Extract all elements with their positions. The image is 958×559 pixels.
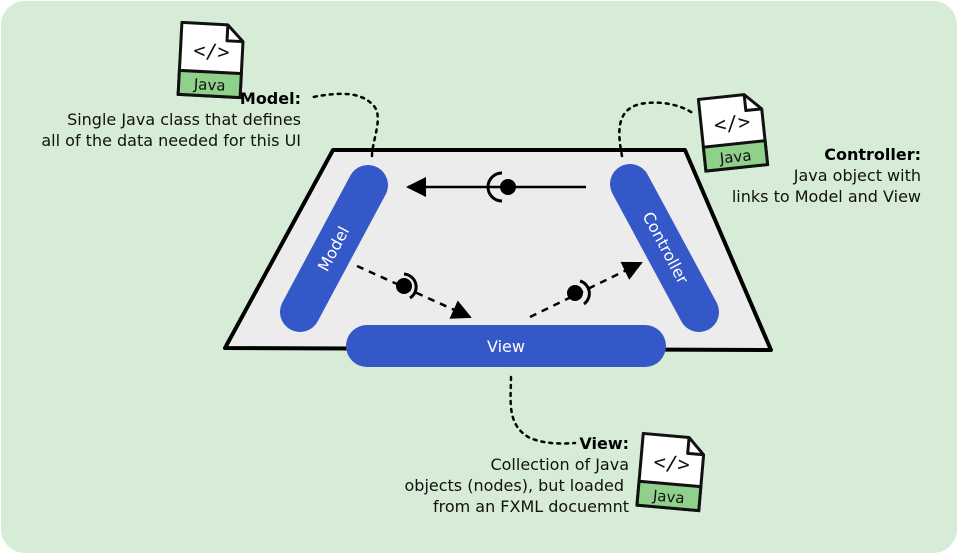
interface-ball-socket-icon [567,279,591,306]
view-caption-line: from an FXML docuemnt [433,497,629,516]
file-code-glyph: </> [713,109,751,137]
controller-caption-line: links to Model and View [732,187,921,206]
file-tag-label: Java [192,75,226,95]
model-caption-connector [311,92,379,158]
view-caption-line: objects (nodes), but loaded [405,476,625,495]
view-pill: View [346,325,666,367]
view-pill-label: View [487,337,525,356]
interface-ball-socket-icon [486,171,516,203]
controller-caption: Controller: Java object with links to Mo… [732,145,921,206]
file-tag-label: Java [651,486,685,507]
view-caption-line: Collection of Java [490,455,629,474]
file-code-glyph: </> [653,450,691,477]
java-file-icon: </> Java [696,91,770,173]
controller-caption-title: Controller: [824,145,921,164]
view-caption: View: Collection of Java objects (nodes)… [405,434,630,516]
model-pill: Model [280,165,388,332]
file-tag-label: Java [718,146,752,167]
file-code-glyph: </> [193,38,230,64]
interface-ball-socket-icon [396,272,418,300]
controller-caption-line: Java object with [793,166,921,185]
view-caption-connector [509,375,577,445]
model-caption-title: Model: [240,89,301,108]
controller-caption-connector [618,101,696,158]
model-caption: Model: Single Java class that defines al… [41,89,301,150]
view-caption-title: View: [579,434,629,453]
model-caption-line: Single Java class that defines [67,110,301,129]
java-file-icon: </> Java [176,20,246,100]
model-caption-line: all of the data needed for this UI [41,131,301,150]
java-file-icon: </> Java [635,431,707,513]
